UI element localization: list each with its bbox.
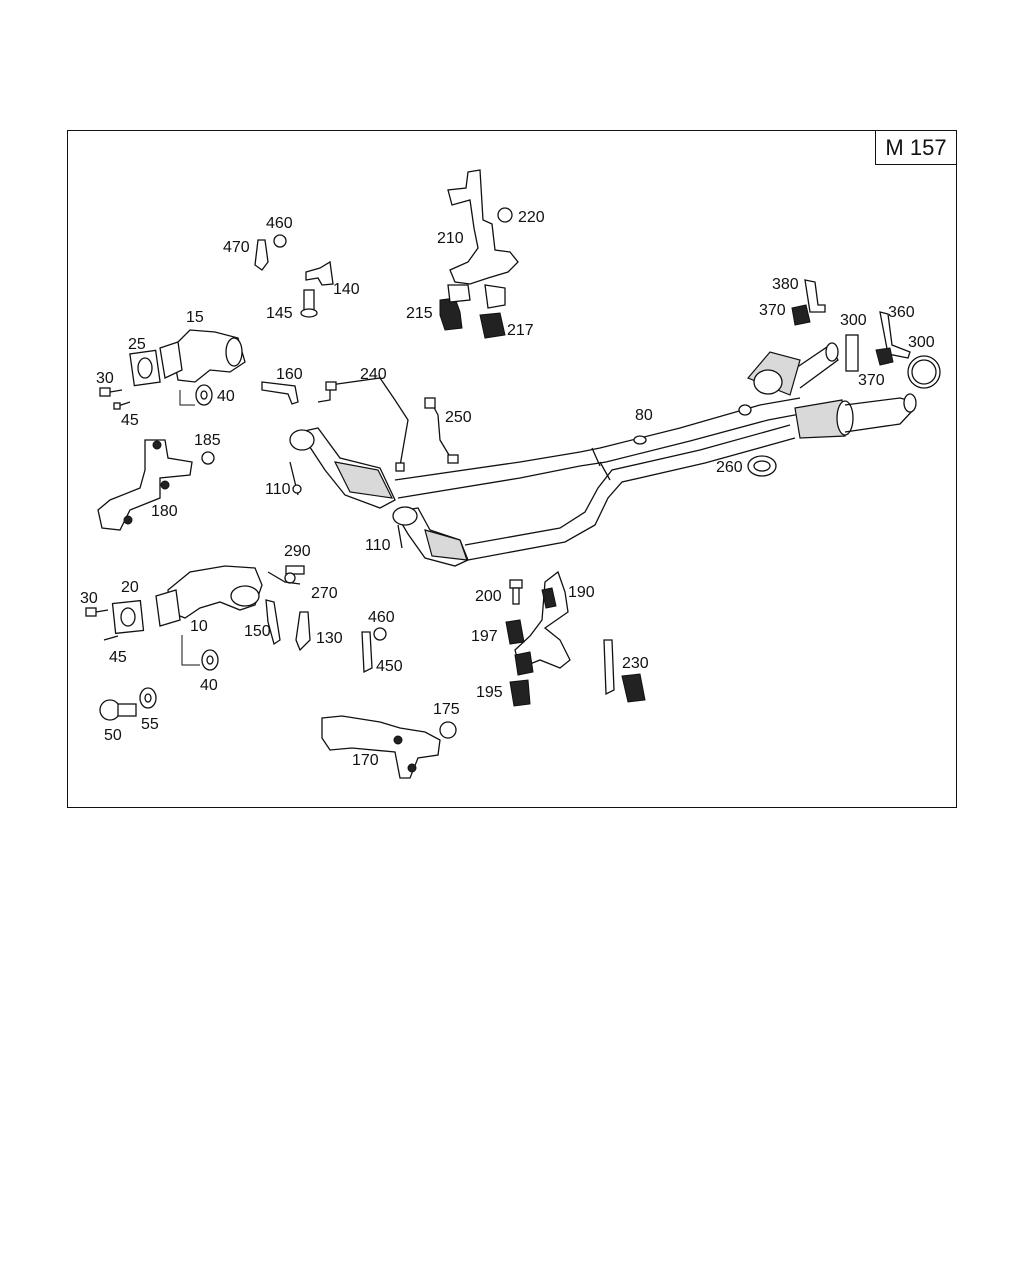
bolt-200	[509, 579, 523, 605]
clip-217	[479, 284, 506, 339]
washer-55	[139, 687, 157, 709]
label-185: 185	[194, 432, 221, 449]
label-45-lower: 45	[109, 649, 127, 666]
bracket-150	[265, 599, 281, 646]
label-300-upper: 300	[840, 312, 867, 329]
label-250: 250	[445, 409, 472, 426]
label-20: 20	[121, 579, 139, 596]
label-150: 150	[244, 623, 271, 640]
label-40-lower: 40	[200, 677, 218, 694]
nut-220	[497, 207, 513, 223]
clip-197	[505, 619, 525, 645]
label-200: 200	[475, 588, 502, 605]
gasket-25	[129, 349, 161, 387]
label-55: 55	[141, 716, 159, 733]
label-210: 210	[437, 230, 464, 247]
label-15: 15	[186, 309, 204, 326]
label-215: 215	[406, 305, 433, 322]
label-175: 175	[433, 701, 460, 718]
clip-195	[509, 651, 534, 707]
catalytic-converter-left	[289, 427, 396, 509]
label-370-upper: 370	[759, 302, 786, 319]
bracket-180	[97, 439, 193, 531]
bracket-130	[295, 611, 311, 652]
label-460-lower: 460	[368, 609, 395, 626]
label-140: 140	[333, 281, 360, 298]
label-110-lower: 110	[365, 537, 391, 554]
clip-215	[439, 284, 471, 331]
grommet-260	[747, 455, 777, 477]
bracket-470	[254, 239, 269, 271]
label-197: 197	[471, 628, 498, 645]
bracket-190	[514, 570, 571, 669]
label-190: 190	[568, 584, 595, 601]
exhaust-pipe-system	[394, 342, 917, 561]
bracket-230	[603, 639, 646, 703]
bracket-450	[361, 631, 373, 674]
label-110-upper: 110	[265, 481, 291, 498]
pipe-300-upper	[845, 334, 859, 372]
label-450: 450	[376, 658, 403, 675]
label-270: 270	[311, 585, 338, 602]
bolt-30-upper	[99, 387, 123, 397]
bracket-160	[261, 381, 299, 405]
exhaust-manifold-10	[155, 565, 263, 627]
label-470: 470	[223, 239, 250, 256]
clamp-300-lower	[907, 355, 941, 389]
label-45-upper: 45	[121, 412, 139, 429]
label-230: 230	[622, 655, 649, 672]
nut-40-lower	[201, 649, 219, 671]
oxygen-sensor-240	[317, 377, 409, 472]
label-160: 160	[276, 366, 303, 383]
label-130: 130	[316, 630, 343, 647]
label-10: 10	[190, 618, 208, 635]
bolt-30-lower	[85, 607, 109, 617]
bolt-145	[300, 289, 318, 318]
rubber-mount-370-upper	[791, 304, 811, 326]
label-460-upper: 460	[266, 215, 293, 232]
label-195: 195	[476, 684, 503, 701]
label-260: 260	[716, 459, 743, 476]
label-217: 217	[507, 322, 534, 339]
label-220: 220	[518, 209, 545, 226]
diagram-frame	[67, 130, 957, 808]
nut-175	[439, 721, 457, 739]
nut-460-upper	[273, 234, 287, 248]
label-50: 50	[104, 727, 122, 744]
stud-45-lower	[103, 635, 119, 641]
oxygen-sensor-250	[424, 397, 459, 464]
label-40-upper: 40	[217, 388, 235, 405]
sensor-270	[267, 571, 301, 585]
label-380: 380	[772, 276, 799, 293]
catalytic-converter-right	[392, 506, 469, 567]
bracket-170	[321, 715, 441, 779]
label-180: 180	[151, 503, 178, 520]
label-80: 80	[635, 407, 653, 424]
stud-45-upper	[113, 401, 131, 410]
callout-labels: 460 470 140 145 15 25 30 45 40 160 240 2…	[80, 209, 935, 769]
label-300-lower: 300	[908, 334, 935, 351]
label-145: 145	[266, 305, 293, 322]
model-code-box: M 157	[875, 130, 957, 165]
bracket-380	[804, 279, 826, 313]
bolt-290	[284, 565, 305, 584]
gasket-20	[111, 599, 145, 635]
label-170: 170	[352, 752, 379, 769]
label-30-upper: 30	[96, 370, 114, 387]
rubber-mount-370-lower	[875, 347, 894, 366]
label-290: 290	[284, 543, 311, 560]
bracket-140	[305, 260, 334, 286]
bracket-210	[447, 169, 519, 285]
label-370-lower: 370	[858, 372, 885, 389]
nut-40-upper	[195, 384, 213, 406]
exhaust-manifold-15	[159, 329, 246, 383]
label-240: 240	[360, 366, 387, 383]
nut-185	[201, 451, 215, 465]
label-30-lower: 30	[80, 590, 98, 607]
label-360: 360	[888, 304, 915, 321]
label-25: 25	[128, 336, 146, 353]
nut-460-lower	[373, 627, 387, 641]
bolt-50	[99, 699, 137, 721]
